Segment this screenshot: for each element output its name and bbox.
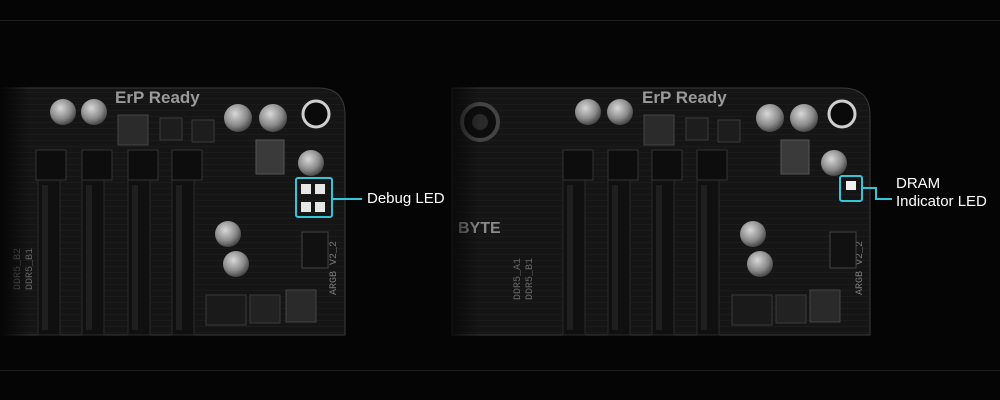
dimm-slots-left [35,149,203,336]
dram-indicator-label-line1: DRAM [896,175,941,192]
argb-print-left: ARGB V2_2 [329,241,340,295]
erp-ready-print-left: ErP Ready [115,88,200,107]
capacitors-right [575,99,847,277]
dimm-slots-right [562,149,728,336]
dram-led-highlight [839,175,892,202]
dram-indicator-label-line2: Indicator LED [896,193,987,210]
debug-led-label: Debug LED [367,190,445,207]
debug-led-cluster [301,184,325,212]
debug-led-highlight [295,177,362,218]
dimm-print-right: DDR5_A1 [513,258,524,300]
left-board: ErP Ready ARGB V2_2 DDR5_B2 DDR5_B1 [0,87,346,336]
dimm-print-right-2: DDR5_B1 [525,258,536,300]
dram-led [846,181,856,190]
top-divider [0,20,1000,21]
bottom-divider [0,370,1000,371]
erp-ready-print-right: ErP Ready [642,88,727,107]
argb-print-right: ARGB V2_2 [855,241,866,295]
dimm-print-left-2: DDR5_B1 [25,248,36,290]
right-board: ErP Ready BYTE ARGB V2_2 DDR5_A1 DDR5_B1 [451,87,871,336]
capacitors-left [50,99,324,277]
